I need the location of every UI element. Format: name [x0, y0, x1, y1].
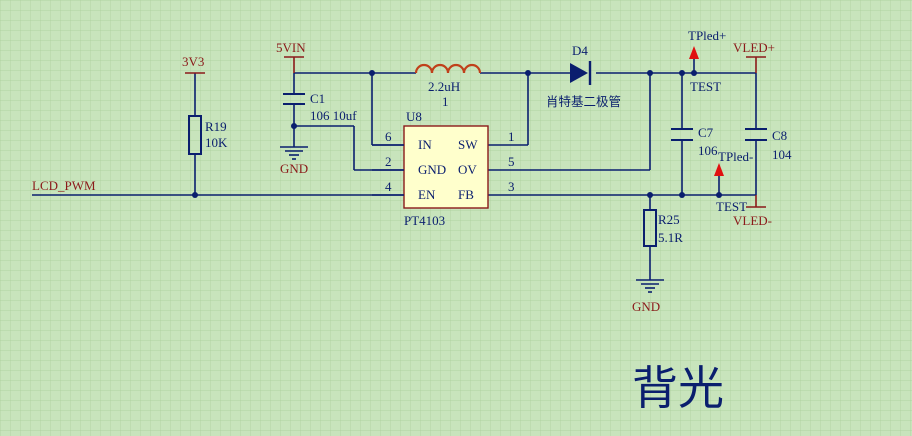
- resistor-r19[interactable]: R19 10K: [188, 115, 228, 155]
- power-label-5vin: 5VIN: [276, 40, 306, 55]
- ground-label-r25: GND: [632, 299, 660, 314]
- u8-pin-name-ov: OV: [458, 162, 477, 177]
- u8-pin-number-in: 6: [385, 129, 392, 144]
- c7-value: 106: [698, 143, 718, 158]
- d4-ref: D4: [572, 43, 588, 58]
- power-port-vled-plus[interactable]: VLED+: [733, 40, 775, 73]
- u8-pin-name-fb: FB: [458, 187, 474, 202]
- inductor-l1[interactable]: 2.2uH 1: [414, 63, 482, 109]
- c7-ref: C7: [698, 125, 714, 140]
- testpoint-tpled-minus[interactable]: TPled- TEST: [714, 149, 753, 214]
- schematic-title: 背光: [632, 361, 724, 415]
- power-label-3v3: 3V3: [182, 54, 204, 69]
- junctions: [192, 70, 722, 198]
- u8-pin-number-en: 4: [385, 179, 392, 194]
- resistor-r25[interactable]: R25 5.1R: [643, 209, 683, 247]
- power-port-3v3[interactable]: 3V3: [182, 54, 205, 74]
- vled-plus-label: VLED+: [733, 40, 775, 55]
- net-label-lcd-pwm[interactable]: LCD_PWM: [32, 178, 96, 193]
- inductor-value: 2.2uH: [428, 79, 460, 94]
- c1-ref: C1: [310, 91, 325, 106]
- capacitor-c8[interactable]: C8 104: [745, 128, 792, 162]
- d4-value: 肖特基二极管: [546, 94, 621, 109]
- test-label-bottom: TEST: [716, 199, 747, 214]
- u8-pin-number-ov: 5: [508, 154, 515, 169]
- u8-ref: U8: [406, 109, 422, 124]
- ic-u8[interactable]: U8 PT4103 6 2 4 IN GND EN SW OV FB 1 5 3: [372, 109, 515, 228]
- u8-pin-name-in: IN: [418, 137, 432, 152]
- r19-value: 10K: [205, 135, 228, 150]
- c8-value: 104: [772, 147, 792, 162]
- vled-minus-label: VLED-: [733, 213, 772, 228]
- r19-ref: R19: [205, 119, 227, 134]
- r25-value: 5.1R: [658, 230, 683, 245]
- tpled-minus-label: TPled-: [718, 149, 753, 164]
- r25-ref: R25: [658, 212, 680, 227]
- u8-pin-name-sw: SW: [458, 137, 478, 152]
- power-port-5vin[interactable]: 5VIN: [276, 40, 306, 73]
- c1-value: 106 10uf: [310, 108, 357, 123]
- test-label-top: TEST: [690, 79, 721, 94]
- u8-part: PT4103: [404, 213, 445, 228]
- diode-d4[interactable]: D4 肖特基二极管: [546, 43, 621, 109]
- u8-pin-number-fb: 3: [508, 179, 515, 194]
- power-port-vled-minus[interactable]: VLED-: [733, 195, 772, 228]
- testpoint-tpled-plus[interactable]: TPled+ TEST: [688, 28, 726, 94]
- ground-symbol-c1[interactable]: GND: [280, 146, 308, 176]
- u8-pin-name-en: EN: [418, 187, 436, 202]
- u8-pin-number-gnd: 2: [385, 154, 392, 169]
- net-label-lcd-pwm-text: LCD_PWM: [32, 178, 96, 193]
- inductor-ref: 1: [442, 94, 449, 109]
- u8-pin-number-sw: 1: [508, 129, 515, 144]
- c8-ref: C8: [772, 128, 787, 143]
- u8-pin-name-gnd: GND: [418, 162, 446, 177]
- ground-symbol-r25[interactable]: GND: [632, 279, 664, 314]
- capacitor-c1[interactable]: C1 106 10uf: [283, 91, 357, 123]
- ground-label-c1: GND: [280, 161, 308, 176]
- tpled-plus-label: TPled+: [688, 28, 726, 43]
- capacitor-c7[interactable]: C7 106: [671, 125, 718, 158]
